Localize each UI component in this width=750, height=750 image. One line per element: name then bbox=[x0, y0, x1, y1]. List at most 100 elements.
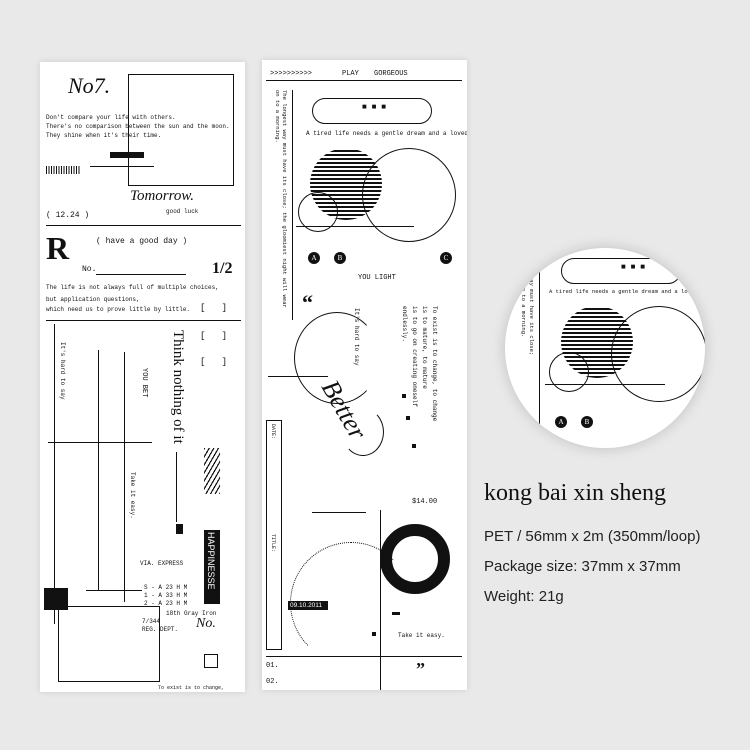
gray-iron-label: 18th Gray Iron bbox=[166, 610, 217, 617]
dot-marks: ■ ■ ■ bbox=[621, 263, 646, 272]
vertical-rule bbox=[124, 352, 125, 602]
dot-mark bbox=[406, 416, 410, 420]
open-quote: “ bbox=[302, 290, 313, 315]
vertical-rule bbox=[176, 452, 177, 522]
choice-line-3: which need us to prove little by little. bbox=[46, 306, 191, 313]
product-title: kong bai xin sheng bbox=[484, 480, 666, 506]
exist-line-1: To exist is to change, to change bbox=[431, 306, 438, 422]
dot-mark bbox=[412, 444, 416, 448]
date-title-column bbox=[266, 420, 282, 650]
exist-line-3: is to go on creating oneself bbox=[411, 306, 418, 407]
exist-line-4: endlessly. bbox=[401, 306, 408, 343]
badge-b: B bbox=[581, 416, 593, 428]
tomorrow-script: Tomorrow. bbox=[130, 188, 195, 204]
longest-way-vertical-2: way must have its close; bbox=[528, 276, 535, 356]
date-badge: 09.10.2011 bbox=[290, 602, 323, 609]
you-light-label: YOU LIGHT bbox=[358, 274, 396, 282]
rule bbox=[545, 384, 665, 385]
badge-a: A bbox=[555, 416, 567, 428]
square-frame bbox=[58, 606, 160, 682]
washi-strip-left: No7. Don't compare your life with others… bbox=[40, 62, 245, 692]
gorgeous-label: GORGEOUS bbox=[374, 70, 408, 78]
dot-marks: ■ ■ ■ bbox=[362, 103, 387, 112]
longest-way-vertical: wear on to a morning. bbox=[520, 268, 527, 338]
barcode-icon bbox=[46, 166, 80, 174]
washi-strip-right: >>>>>>>>>> PLAY GORGEOUS The longest way… bbox=[262, 60, 467, 690]
zoom-detail: ■ ■ ■ wear on to a morning. way must hav… bbox=[505, 248, 705, 448]
rule bbox=[48, 442, 152, 443]
badge-a: A bbox=[308, 252, 320, 264]
express-label: VIA. EXPRESS bbox=[140, 560, 184, 567]
title-label: TITLE: bbox=[270, 534, 276, 553]
half-label: 1/2 bbox=[212, 260, 233, 277]
outline-circle bbox=[362, 148, 456, 242]
hatch-pattern bbox=[204, 448, 220, 494]
dept-label: REG. DEPT. bbox=[142, 626, 179, 633]
half-circle bbox=[294, 312, 380, 404]
rule bbox=[296, 226, 414, 227]
big-r-letter: R bbox=[46, 230, 70, 266]
row-number-label: 01. bbox=[266, 662, 279, 670]
script-no-label: No. bbox=[196, 616, 216, 631]
dot-mark bbox=[402, 394, 406, 398]
date-label: ( 12.24 ) bbox=[46, 211, 90, 220]
rule bbox=[96, 274, 186, 275]
gentle-dream-label: A tired life needs a gentle dream and a … bbox=[549, 288, 705, 295]
happinesse-block bbox=[204, 530, 220, 604]
play-label: PLAY bbox=[342, 70, 359, 78]
vertical-rule bbox=[539, 266, 540, 436]
arc-stroke bbox=[342, 408, 384, 456]
choice-line-1: The life is not always full of multiple … bbox=[46, 284, 219, 291]
code-line-1: S - A 23 H M bbox=[144, 584, 188, 591]
bracket-marks: [ ] bbox=[200, 303, 228, 313]
good-day-label: ( have a good day ) bbox=[96, 237, 188, 246]
price-label: $14.00 bbox=[412, 498, 438, 506]
quote-line-2: There's no comparison between the sun an… bbox=[46, 123, 230, 130]
rule bbox=[266, 656, 462, 657]
happinesse-label: HAPPINESSE bbox=[206, 532, 216, 590]
row-number-label-2: 02. bbox=[266, 678, 279, 686]
rule bbox=[266, 80, 462, 81]
dept-no-label: 7/344 bbox=[142, 618, 161, 625]
exist-label: To exist is to change, bbox=[158, 685, 225, 691]
small-circle bbox=[298, 192, 338, 232]
gentle-dream-label: A tired life needs a gentle dream and a … bbox=[306, 130, 467, 137]
bracket-marks: [ ] bbox=[200, 357, 228, 367]
rule bbox=[90, 166, 154, 167]
exist-line-2: is to mature, to mature bbox=[421, 306, 428, 389]
close-quote: ” bbox=[416, 659, 425, 679]
vertical-rule bbox=[98, 350, 99, 590]
bracket-marks: [ ] bbox=[200, 331, 228, 341]
arrow-marks: >>>>>>>>>> bbox=[270, 70, 313, 78]
take-easy-label: Take it easy. bbox=[398, 632, 445, 639]
number-label: No7. bbox=[68, 73, 111, 98]
rule bbox=[268, 376, 328, 377]
rule bbox=[312, 512, 366, 513]
rule bbox=[86, 590, 142, 591]
vertical-rule bbox=[292, 90, 293, 320]
small-circle bbox=[549, 352, 589, 392]
vertical-rule bbox=[54, 324, 55, 624]
you-bet-vertical: YOU BET bbox=[140, 368, 148, 398]
badge-c: C bbox=[440, 252, 452, 264]
small-block bbox=[176, 524, 183, 534]
longest-way-vertical: The longest way must have its close; the… bbox=[274, 90, 288, 308]
pill-frame bbox=[312, 98, 432, 124]
no-label: No. bbox=[82, 265, 97, 274]
hard-to-say-vertical: It's hard to say bbox=[59, 342, 66, 400]
badge-b: B bbox=[334, 252, 346, 264]
small-square bbox=[204, 654, 218, 668]
black-bar bbox=[110, 152, 144, 158]
good-luck-label: good luck bbox=[166, 208, 199, 215]
rule bbox=[46, 225, 241, 226]
dot-mark bbox=[372, 632, 376, 636]
spec-material: PET / 56mm x 2m (350mm/loop) bbox=[484, 528, 701, 545]
frame-box bbox=[128, 74, 234, 186]
quote-line-1: Don't compare your life with others. bbox=[46, 114, 176, 121]
think-nothing-vertical: Think nothing of it bbox=[170, 330, 186, 444]
code-line-2: 1 - A 33 H M bbox=[144, 592, 188, 599]
quote-line-3: They shine when it's their time. bbox=[46, 132, 162, 139]
pill-frame bbox=[561, 258, 681, 284]
spec-weight: Weight: 21g bbox=[484, 588, 564, 605]
outline-circle bbox=[611, 306, 705, 402]
